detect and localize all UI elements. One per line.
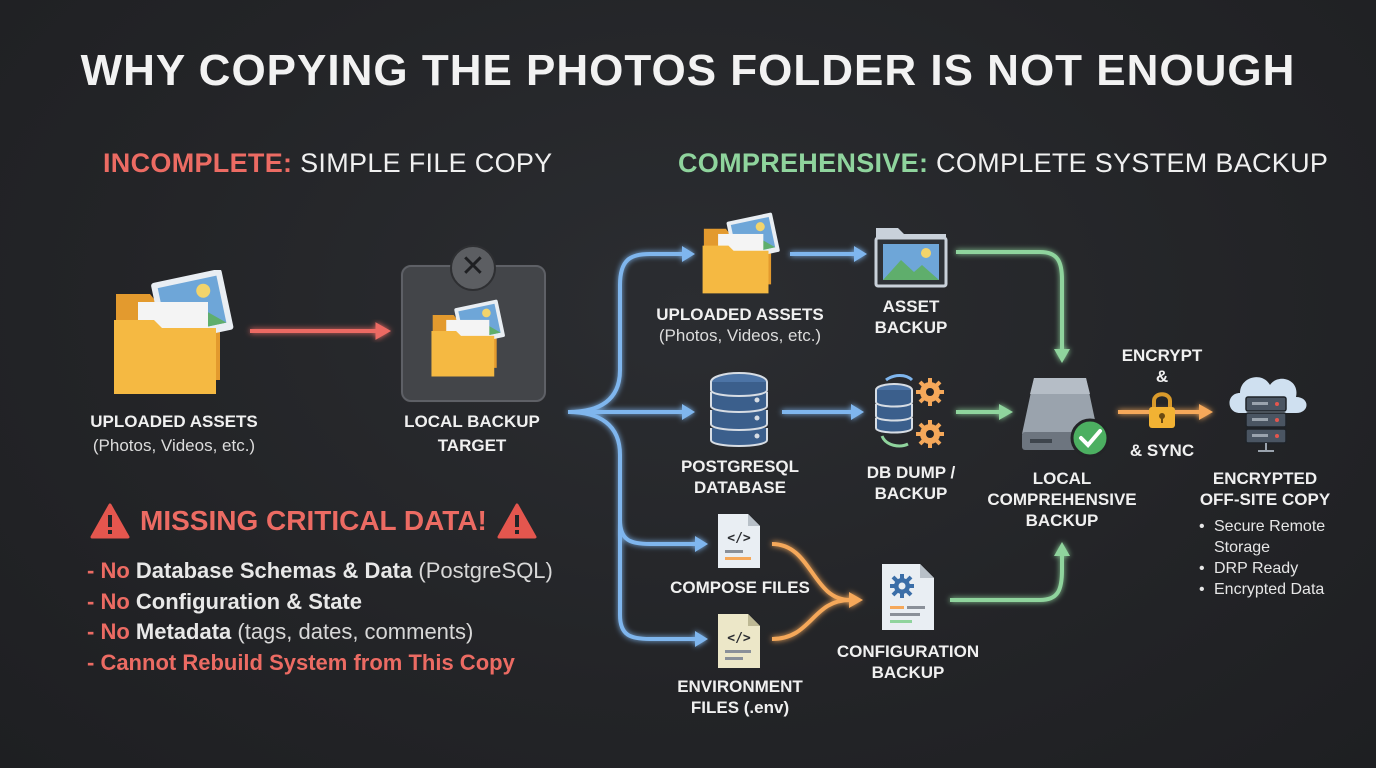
page-title: WHY COPYING THE PHOTOS FOLDER IS NOT ENO… bbox=[80, 46, 1296, 95]
list-item: •Encrypted Data bbox=[1199, 581, 1325, 598]
postgresql-label: POSTGRESQL DATABASE bbox=[680, 457, 800, 497]
uploaded-assets-right-label: UPLOADED ASSETS (Photos, Videos, etc.) bbox=[656, 305, 824, 345]
svg-text:</>: </> bbox=[727, 531, 751, 546]
list-item: •Secure Remote bbox=[1199, 518, 1326, 535]
simple-file-copy-label: SIMPLE FILE COPY bbox=[300, 148, 553, 178]
encrypt-label: ENCRYPT & bbox=[1121, 346, 1203, 386]
complete-system-backup-label: COMPLETE SYSTEM BACKUP bbox=[936, 148, 1329, 178]
blue-branch-arrows bbox=[567, 246, 867, 647]
local-backup-target-label: LOCAL BACKUP TARGET bbox=[404, 412, 540, 455]
cloud-server-icon bbox=[1229, 377, 1307, 452]
photo-folder-icon bbox=[702, 212, 780, 294]
green-arrows bbox=[950, 250, 1070, 602]
code-file-icon: </> bbox=[718, 514, 760, 568]
list-item: •DRP Ready bbox=[1199, 560, 1299, 577]
incomplete-label: INCOMPLETE: bbox=[103, 148, 293, 178]
local-comprehensive-backup-label: LOCAL COMPREHENSIVE BACKUP bbox=[987, 469, 1137, 530]
list-item: - No Configuration & State bbox=[87, 588, 362, 614]
sync-label: & SYNC bbox=[1129, 441, 1195, 460]
hard-drive-icon bbox=[1022, 378, 1110, 458]
warning-icon bbox=[90, 503, 130, 539]
photo-folder-icon bbox=[114, 270, 234, 394]
asset-backup-label: ASSET BACKUP bbox=[874, 297, 948, 337]
env-file-icon: </> bbox=[718, 614, 760, 668]
red-arrow bbox=[250, 322, 392, 340]
db-dump-label: DB DUMP / BACKUP bbox=[866, 463, 956, 503]
missing-list: - No Database Schemas & Data (PostgreSQL… bbox=[87, 556, 553, 678]
close-icon: ✕ bbox=[450, 245, 496, 291]
comprehensive-label: COMPREHENSIVE: bbox=[678, 148, 929, 178]
compose-files-label: COMPOSE FILES bbox=[670, 578, 810, 597]
list-item: Storage bbox=[1214, 539, 1271, 556]
list-item: - No Metadata (tags, dates, comments) bbox=[87, 619, 474, 644]
list-item: - Cannot Rebuild System from This Copy bbox=[87, 649, 515, 675]
offsite-features-list: •Secure Remote Storage •DRP Ready •Encry… bbox=[1199, 516, 1325, 600]
list-item: - No Database Schemas & Data (PostgreSQL… bbox=[87, 558, 553, 583]
image-folder-icon bbox=[874, 228, 948, 288]
right-section-heading: COMPREHENSIVE: COMPLETE SYSTEM BACKUP bbox=[678, 148, 1328, 179]
lock-icon bbox=[1149, 392, 1175, 428]
orange-arrows bbox=[771, 404, 1213, 641]
warning-icon bbox=[497, 503, 537, 539]
database-icon bbox=[710, 372, 768, 447]
missing-critical-data-title: MISSING CRITICAL DATA! bbox=[90, 503, 537, 539]
photo-folder-small-icon bbox=[431, 299, 505, 377]
svg-text:</>: </> bbox=[727, 631, 751, 646]
uploaded-assets-left-label: UPLOADED ASSETS (Photos, Videos, etc.) bbox=[90, 412, 258, 455]
left-section-heading: INCOMPLETE: SIMPLE FILE COPY bbox=[103, 148, 552, 179]
configuration-backup-label: CONFIGURATION BACKUP bbox=[836, 642, 980, 682]
offsite-copy-label: ENCRYPTED OFF-SITE COPY bbox=[1199, 469, 1331, 509]
config-file-icon bbox=[882, 564, 934, 630]
environment-files-label: ENVIRONMENT FILES (.env) bbox=[677, 677, 803, 717]
db-dump-icon bbox=[875, 374, 944, 448]
